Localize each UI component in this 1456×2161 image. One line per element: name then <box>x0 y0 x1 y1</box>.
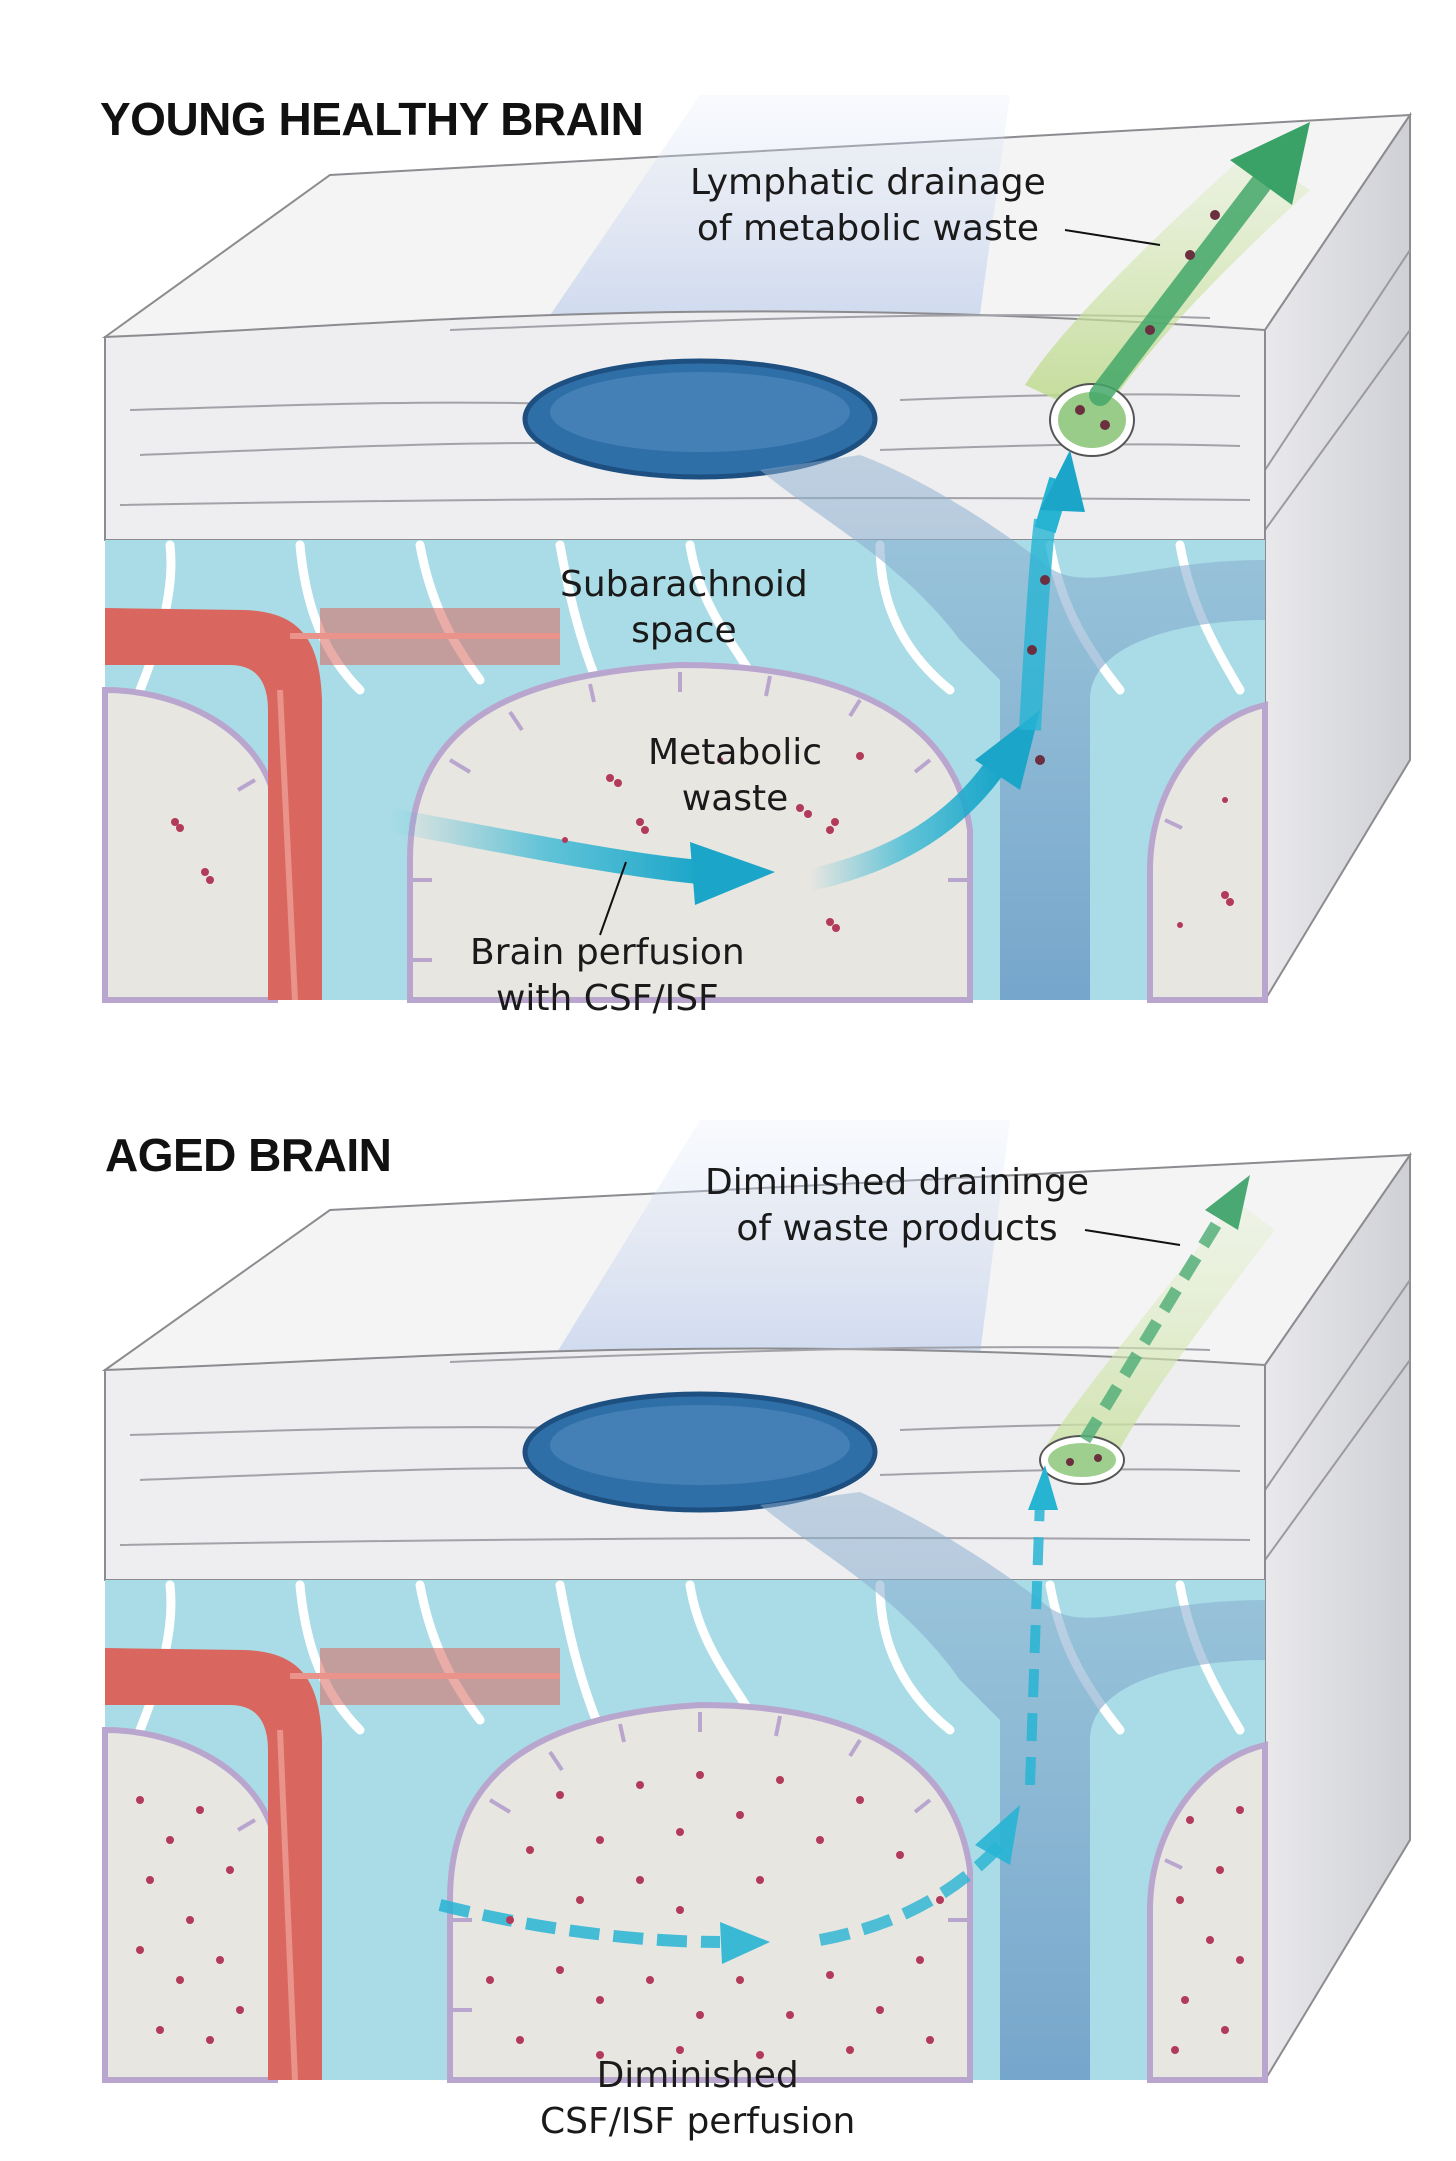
waste-particles <box>136 1454 1244 2059</box>
diminished-perfusion-label: Diminished CSF/ISF perfusion <box>540 2053 855 2145</box>
aged-brain-panel: AGED BRAIN Diminished draininge of waste… <box>0 1080 1456 2160</box>
bridging-vein <box>760 455 1265 1000</box>
drainage-arrowhead <box>1230 122 1310 205</box>
diminished-perfusion-line2: CSF/ISF perfusion <box>540 2101 856 2142</box>
lymphatic-label-line1: Lymphatic drainage <box>690 162 1046 203</box>
drainage-arrowhead <box>1205 1175 1250 1230</box>
aged-panel-title: AGED BRAIN <box>105 1129 392 1181</box>
artery <box>105 608 322 1000</box>
brain-tissue-center <box>407 661 973 1003</box>
diminished-drainage-label: Diminished draininge of waste products <box>705 1160 1089 1252</box>
young-panel-title: YOUNG HEALTHY BRAIN <box>100 93 644 145</box>
artery <box>105 1648 322 2080</box>
subarachnoid-label-line1: Subarachnoid <box>560 564 808 605</box>
drainage-label-line1: Diminished draininge <box>705 1162 1089 1203</box>
upward-flow-arrowhead <box>1040 450 1085 512</box>
subarachnoid-label-line2: space <box>631 610 737 651</box>
aged-brain-illustration <box>101 1120 1412 2084</box>
metabolic-waste-label: Metabolic waste <box>648 730 822 822</box>
perfusion-label: Brain perfusion with CSF/ISF <box>470 930 745 1022</box>
perfusion-label-line1: Brain perfusion <box>470 932 745 973</box>
perfusion-arrow <box>438 1899 721 1948</box>
subarachnoid-label: Subarachnoid space <box>560 562 808 654</box>
vein-sinus <box>522 358 878 480</box>
lymphatic-vessel <box>1040 1200 1275 1470</box>
perfusion-leader-line <box>599 861 627 936</box>
upward-flow-arrowhead <box>1028 1465 1058 1510</box>
perfusion-arrow-2 <box>807 753 1010 891</box>
drainage-label-line2: of waste products <box>736 1208 1058 1249</box>
bridging-vein <box>760 1492 1265 2080</box>
lymphatic-leader-line <box>1064 229 1161 246</box>
vein-sinus <box>522 1391 878 1513</box>
metabolic-label-line2: waste <box>681 778 789 819</box>
drainage-leader-line <box>1084 1229 1181 1246</box>
diminished-perfusion-line1: Diminished <box>596 2055 799 2096</box>
brain-tissue-center <box>447 1701 973 2083</box>
metabolic-label-line1: Metabolic <box>648 732 823 773</box>
lymphatic-drainage-label: Lymphatic drainage of metabolic waste <box>690 160 1046 252</box>
perfusion-label-line2: with CSF/ISF <box>495 978 719 1019</box>
young-brain-panel: YOUNG HEALTHY BRAIN Lymphatic drainage o… <box>0 0 1456 1080</box>
perfusion-arrow <box>378 808 712 884</box>
lymphatic-label-line2: of metabolic waste <box>696 208 1039 249</box>
young-brain-illustration <box>101 95 1412 1004</box>
brain-tissue-right <box>1147 1741 1268 2083</box>
